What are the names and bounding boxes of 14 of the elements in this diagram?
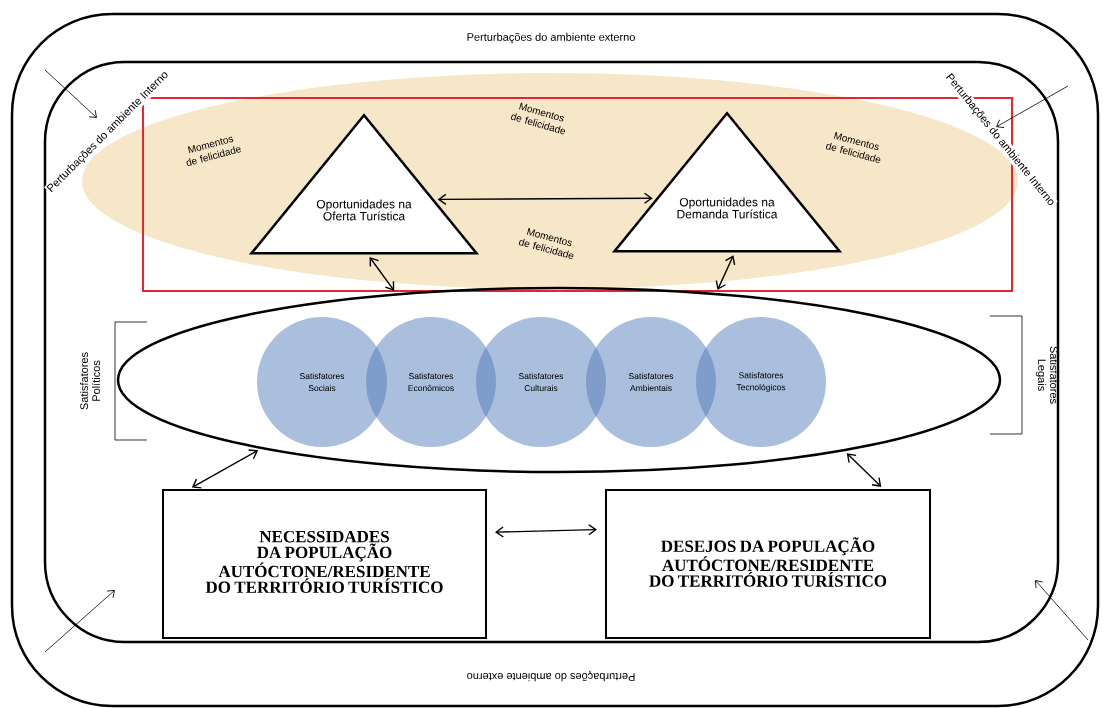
rounded-frame	[43, 60, 1060, 644]
arrow	[495, 524, 597, 538]
text-box: NECESSIDADES DA POPULAÇÃO AUTÓCTONE/RESIDENTE DO TERRITÓRIO TURÍSTICO	[162, 489, 487, 639]
arrow	[437, 192, 653, 206]
arrow	[715, 255, 736, 291]
band-label: Perturbações do ambiente externo	[467, 32, 635, 44]
side-label: Satisfatores Legais	[1035, 346, 1059, 404]
text-box: DESEJOS DA POPULAÇÃO AUTÓCTONE/RESIDENTE DO TERRITÓRIO TURÍSTICO	[605, 489, 931, 639]
arrow	[846, 453, 882, 487]
arrow	[369, 256, 395, 291]
band-label: Perturbações do ambiente externo	[467, 670, 635, 682]
ellipse-label: Momentos de felicidade	[186, 136, 241, 166]
arrow	[191, 449, 259, 489]
side-label: Satisfatores Políticos	[79, 352, 101, 410]
